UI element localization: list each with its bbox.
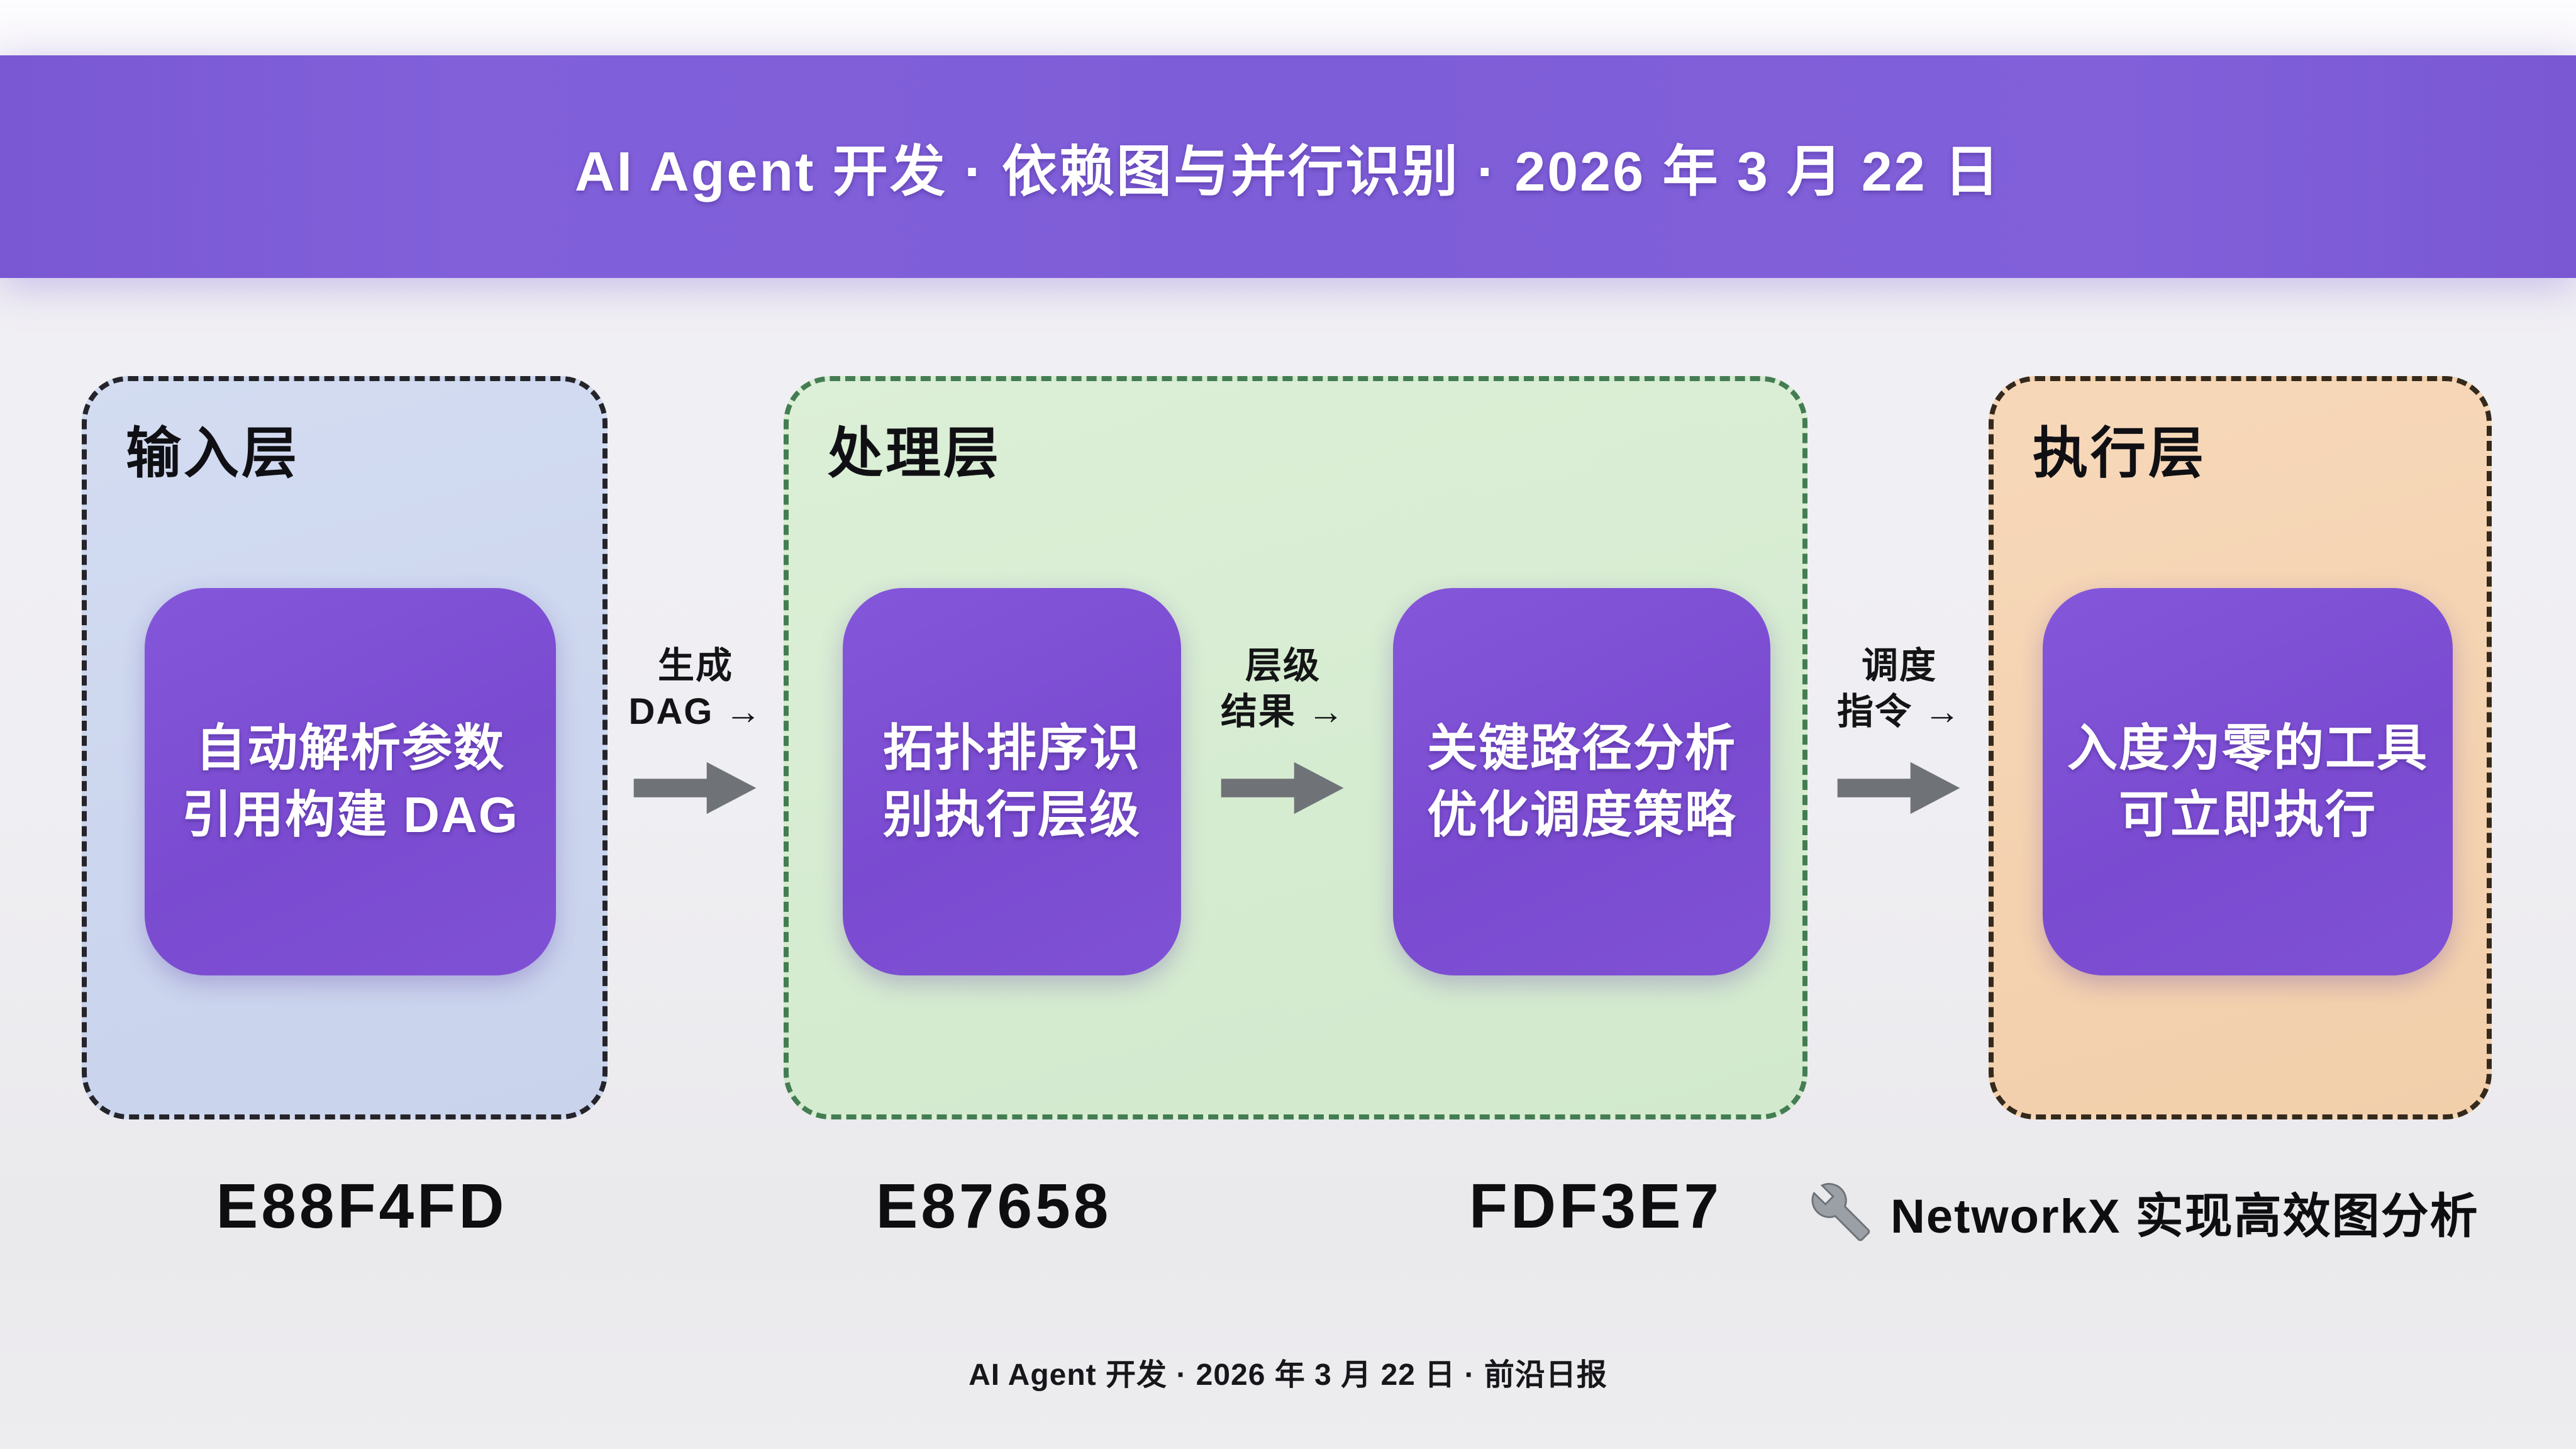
arrow-label: 调度 指令 → [1837,643,1962,735]
node-text-line: 别执行层级 [883,787,1141,843]
networkx-note-text: NetworkX 实现高效图分析 [1890,1190,2479,1243]
arrow-group-schedule-command: 调度 指令 → [1805,643,1994,825]
footer-caption: AI Agent 开发 · 2026 年 3 月 22 日 · 前沿日报 [969,1358,1607,1392]
node-text-line: 可立即执行 [2119,787,2377,843]
page-title: AI Agent 开发 · 依赖图与并行识别 · 2026 年 3 月 22 日 [574,140,2002,203]
node-text-line: 引用构建 DAG [182,787,519,843]
layer-input: 输入层 自动解析参数 引用构建 DAG [82,376,608,1119]
node-text-line: 入度为零的工具 [2067,720,2428,777]
arrow-label-line: DAG → [628,691,763,733]
hex-code-input: E88F4FD [216,1171,508,1241]
arrow-group-generate-dag: 生成 DAG → [601,643,790,825]
node-text-line: 拓扑排序识 [883,720,1141,777]
layer-input-label: 输入层 [126,422,300,484]
node-text-line: 优化调度策略 [1427,787,1736,843]
flow-arrow-icon [1837,762,1960,814]
node-topological-sort: 拓扑排序识 别执行层级 [843,588,1181,975]
arrow-label-line: 指令 → [1836,691,1962,733]
arrow-label-line: 调度 [1861,645,1937,686]
flow-arrow-icon [1221,762,1344,814]
node-zero-indegree: 入度为零的工具 可立即执行 [2043,588,2453,975]
arrow-label-line: 层级 [1245,645,1321,686]
networkx-note: NetworkX 实现高效图分析 [1810,1177,2479,1246]
arrow-label-line: 结果 → [1220,691,1346,733]
header-band: AI Agent 开发 · 依赖图与并行识别 · 2026 年 3 月 22 日 [0,55,2576,278]
node-text-line: 关键路径分析 [1427,720,1736,777]
arrow-label-line: 生成 [657,645,733,686]
layer-execution: 执行层 入度为零的工具 可立即执行 [1989,376,2492,1119]
arrow-group-level-result: 层级 结果 → [1189,643,1377,825]
node-critical-path: 关键路径分析 优化调度策略 [1393,588,1770,975]
node-text-line: 自动解析参数 [196,720,505,777]
node-parse-build-dag: 自动解析参数 引用构建 DAG [145,588,556,975]
arrow-label: 生成 DAG → [629,643,763,735]
layer-execution-label: 执行层 [2033,422,2207,484]
hex-code-execution: FDF3E7 [1468,1171,1723,1241]
wrench-icon [1811,1183,1870,1241]
arrow-label: 层级 结果 → [1221,643,1345,735]
layer-processing: 处理层 拓扑排序识 别执行层级 关键路径分析 优化调度策略 [784,376,1807,1119]
flow-arrow-icon [633,762,757,814]
hex-code-processing: E87658 [875,1171,1112,1241]
layer-processing-label: 处理层 [828,422,1002,484]
